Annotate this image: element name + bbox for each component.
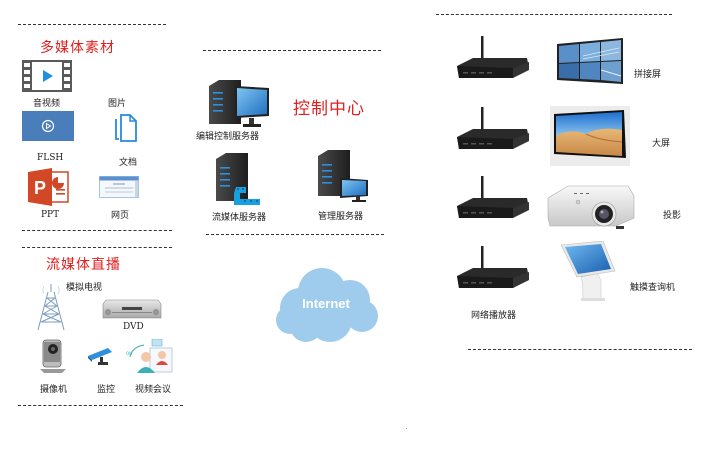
streaming-title: 流媒体直播 [46,257,121,273]
projector-icon [546,184,636,232]
divider [18,405,183,406]
network-player-icon [455,107,531,159]
management-server-icon [316,150,372,202]
control-center-title: 控制中心 [293,99,365,119]
camera-icon [40,337,66,373]
flash-icon [22,111,74,141]
video-film-icon [22,60,72,92]
svg-text:P: P [34,178,46,198]
divider [18,24,166,25]
item-label: 监控 [97,385,116,395]
item-label: FLSH [37,153,64,163]
powerpoint-icon: P [28,168,70,206]
item-label: 管理服务器 [318,212,364,222]
multimedia-title: 多媒体素材 [40,40,115,56]
webpage-icon [99,176,139,198]
surveillance-camera-icon [86,346,114,366]
divider [436,14,672,15]
document-icon [115,113,137,143]
item-label: 摄像机 [40,385,68,395]
internet-label: Internet [302,296,350,311]
item-label: 模拟电视 [66,283,103,293]
item-label: 触摸查询机 [630,283,676,293]
item-label: 图片 [108,99,127,109]
dvd-player-icon [102,298,162,320]
item-label: 视频会议 [135,385,172,395]
divider [22,247,172,248]
item-label: 文档 [119,158,138,168]
item-label: 编辑控制服务器 [196,132,260,142]
stray-dot [406,428,407,429]
tv-tower-icon [36,282,66,332]
internet-cloud: Internet [270,264,382,346]
item-label: 拼接屏 [634,70,662,80]
item-label: 音视频 [33,99,61,109]
network-player-icon [455,176,531,228]
divider [206,234,384,235]
item-label: PPT [41,210,60,220]
item-label: 大屏 [652,139,671,149]
video-conference-icon: ON [126,339,174,373]
item-label: 流媒体服务器 [212,213,267,223]
item-label: DVD [123,322,144,332]
touch-kiosk-icon [561,241,617,303]
network-player-icon [455,246,531,298]
item-label: 投影 [663,211,682,221]
divider [203,50,381,51]
streaming-server-icon [214,153,264,207]
svg-text:ON: ON [126,351,132,356]
video-wall-icon [557,38,623,84]
large-screen-icon [550,106,630,166]
network-player-label: 网络播放器 [471,311,517,321]
item-label: 网页 [111,211,130,221]
edit-control-server-icon [207,80,273,130]
network-player-icon [455,36,531,88]
divider [468,349,692,350]
divider [22,230,172,231]
